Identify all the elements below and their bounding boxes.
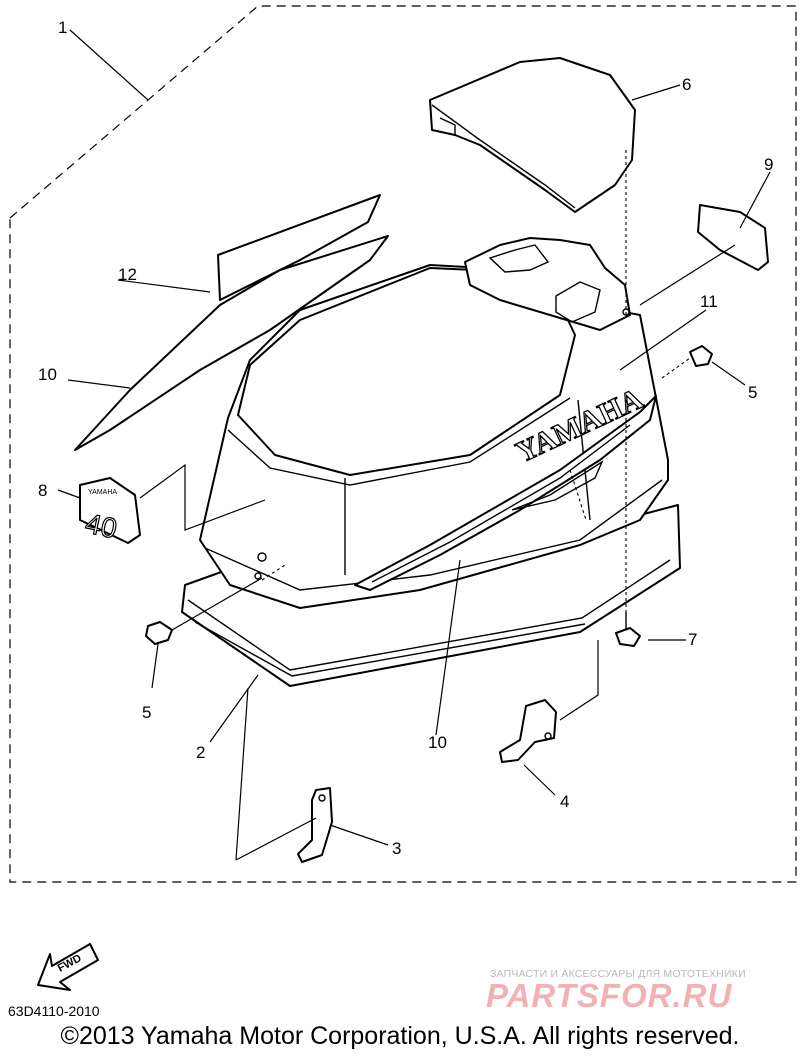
callout-10-bottom: 10 <box>428 733 447 752</box>
callout-2: 2 <box>196 743 205 762</box>
emblem-model: 40 <box>83 508 120 545</box>
screw-right <box>689 345 713 367</box>
callout-5-right: 5 <box>748 383 757 402</box>
assembly-boundary <box>9 5 797 883</box>
bracket-4 <box>499 699 557 763</box>
callout-6: 6 <box>682 75 691 94</box>
top-cowling: YAMAHA <box>199 144 669 609</box>
callout-7: 7 <box>688 630 697 649</box>
callout-11: 11 <box>700 292 718 311</box>
model-emblem: YAMAHA 40 <box>79 477 141 545</box>
callout-5-left: 5 <box>142 703 151 722</box>
screw-left <box>145 621 173 645</box>
bracket-3 <box>297 787 333 863</box>
side-stripe-decals <box>74 194 389 451</box>
callout-3: 3 <box>392 839 401 858</box>
fwd-arrow-icon: FWD <box>37 943 99 991</box>
copyright-notice: ©2013 Yamaha Motor Corporation, U.S.A. A… <box>60 1022 740 1050</box>
watermark-caption: ЗАПЧАСТИ И АКСЕССУАРЫ ДЛЯ МОТОТЕХНИКИ <box>490 968 746 980</box>
callout-1: 1 <box>58 18 67 37</box>
leader-lines <box>57 29 771 861</box>
diagram-code: 63D4110-2010 <box>8 1003 100 1019</box>
callout-9: 9 <box>764 155 773 174</box>
callout-12: 12 <box>118 265 137 284</box>
top-cap <box>429 57 636 213</box>
callout-8: 8 <box>38 481 47 500</box>
callout-4: 4 <box>560 792 569 811</box>
bolt <box>615 612 641 647</box>
emblem-brand: YAMAHA <box>88 489 117 496</box>
small-emblem <box>697 204 769 271</box>
alignment-lines <box>261 150 691 612</box>
watermark-logo: PARTSFOR.RU <box>486 977 733 1014</box>
callout-10-left: 10 <box>38 365 57 384</box>
